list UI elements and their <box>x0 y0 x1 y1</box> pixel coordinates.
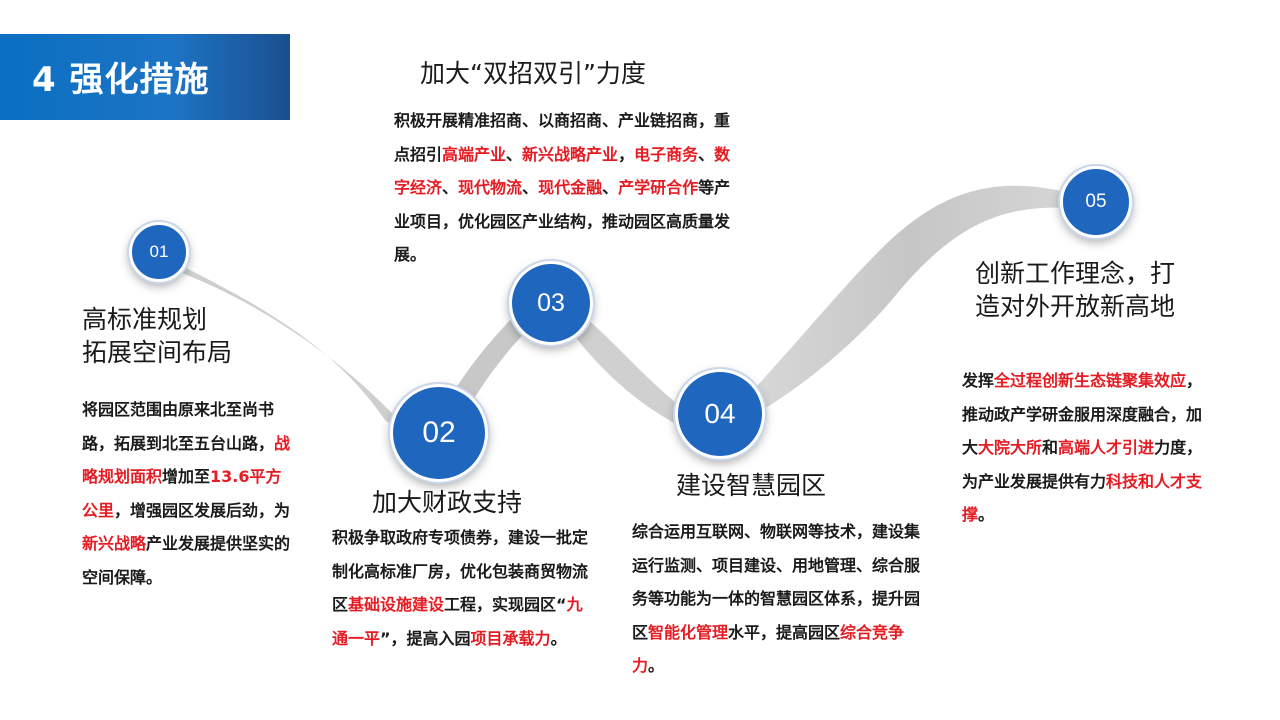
body-text: ， <box>618 144 635 164</box>
body-text: 、 <box>506 144 523 164</box>
body-text: 等产业项目，优化园区产业结构，推动园区高质量发展。 <box>394 178 731 264</box>
body-text: 、 <box>442 178 459 197</box>
body-text: 产业发展提供坚实的空间保障。 <box>82 534 291 587</box>
highlight-text: 九通一平 <box>332 595 583 648</box>
highlight-text: 综合竞争力 <box>632 622 905 676</box>
step-node-01: 01 <box>129 222 189 282</box>
body-text: ，增强园区发展后劲，为 <box>114 500 291 520</box>
s1-heading: 高标准规划 拓展空间布局 <box>82 305 233 367</box>
highlight-text: 数字经济 <box>394 144 731 198</box>
highlight-text: 项目承载力 <box>470 628 551 648</box>
highlight-text: 全过程创新生态链聚集效应 <box>994 371 1187 390</box>
highlight-text: 战略规划面积 <box>82 433 291 487</box>
body-text: 将园区范围由原来北至尚书路，拓展到北至五台山路， <box>82 400 275 453</box>
body-text: 水平，提高园区 <box>728 622 841 642</box>
body-text: 积极争取政府专项债券，建设一批定制化高标准厂房，优化包装商贸物流区 <box>332 528 589 614</box>
s3-body: 积极开展精准招商、以商招商、产业链招商，重点招引高端产业、新兴战略产业，电子商务… <box>394 104 736 272</box>
body-text: ”，提高入园 <box>380 628 471 648</box>
s5-heading: 创新工作理念，打 造对外开放新高地 <box>975 259 1176 321</box>
body-text: ，推动政产学研金服用深度融合，加大 <box>962 371 1203 457</box>
step-node-05: 05 <box>1060 166 1132 238</box>
s4-heading: 建设智慧园区 <box>676 471 827 500</box>
s1-body: 将园区范围由原来北至尚书路，拓展到北至五台山路，战略规划面积增加至13.6平方公… <box>82 393 292 594</box>
highlight-text: 智能化管理 <box>648 622 729 642</box>
step-node-02: 02 <box>390 384 488 482</box>
body-text: 。 <box>550 628 567 648</box>
highlight-text: 新兴战略产业 <box>522 144 619 164</box>
body-text: 。 <box>648 656 665 675</box>
body-text: 增加至 <box>162 467 211 486</box>
highlight-text: 科技和人才支撑 <box>962 471 1203 525</box>
highlight-text: 现代金融 <box>538 178 603 197</box>
highlight-text: 13.6平方公里 <box>82 467 282 520</box>
body-text: 发挥 <box>962 371 995 390</box>
body-text: 、 <box>522 178 539 197</box>
s5-body: 发挥全过程创新生态链聚集效应，推动政产学研金服用深度融合，加大大院大所和高端人才… <box>962 364 1212 532</box>
highlight-text: 高端人才引进 <box>1058 438 1155 457</box>
highlight-text: 基础设施建设 <box>348 595 445 614</box>
body-text: 工程，实现园区“ <box>444 595 567 614</box>
body-text: 力度，为产业发展提供有力 <box>962 438 1203 491</box>
title-bar: 4 强化措施 <box>0 34 290 120</box>
s3-heading: 加大“双招双引”力度 <box>420 59 646 88</box>
page-title: 4 强化措施 <box>32 60 210 100</box>
highlight-text: 现代物流 <box>458 178 523 197</box>
step-node-04: 04 <box>675 369 765 459</box>
highlight-text: 产学研合作 <box>618 178 699 197</box>
highlight-text: 大院大所 <box>978 438 1043 457</box>
highlight-text: 电子商务 <box>634 144 699 164</box>
s2-heading: 加大财政支持 <box>372 488 523 517</box>
s4-body: 综合运用互联网、物联网等技术，建设集运行监测、项目建设、用地管理、综合服务等功能… <box>632 515 922 683</box>
body-text: 和 <box>1042 438 1059 457</box>
body-text: 综合运用互联网、物联网等技术，建设集运行监测、项目建设、用地管理、综合服务等功能… <box>632 522 921 642</box>
highlight-text: 新兴战略 <box>82 534 147 553</box>
body-text: 积极开展精准招商、以商招商、产业链招商，重点招引 <box>394 111 731 164</box>
s2-body: 积极争取政府专项债券，建设一批定制化高标准厂房，优化包装商贸物流区基础设施建设工… <box>332 521 588 655</box>
step-node-03: 03 <box>509 261 593 345</box>
body-text: 、 <box>602 178 619 197</box>
highlight-text: 高端产业 <box>442 144 507 164</box>
body-text: 、 <box>698 144 715 164</box>
body-text: 。 <box>978 505 995 524</box>
